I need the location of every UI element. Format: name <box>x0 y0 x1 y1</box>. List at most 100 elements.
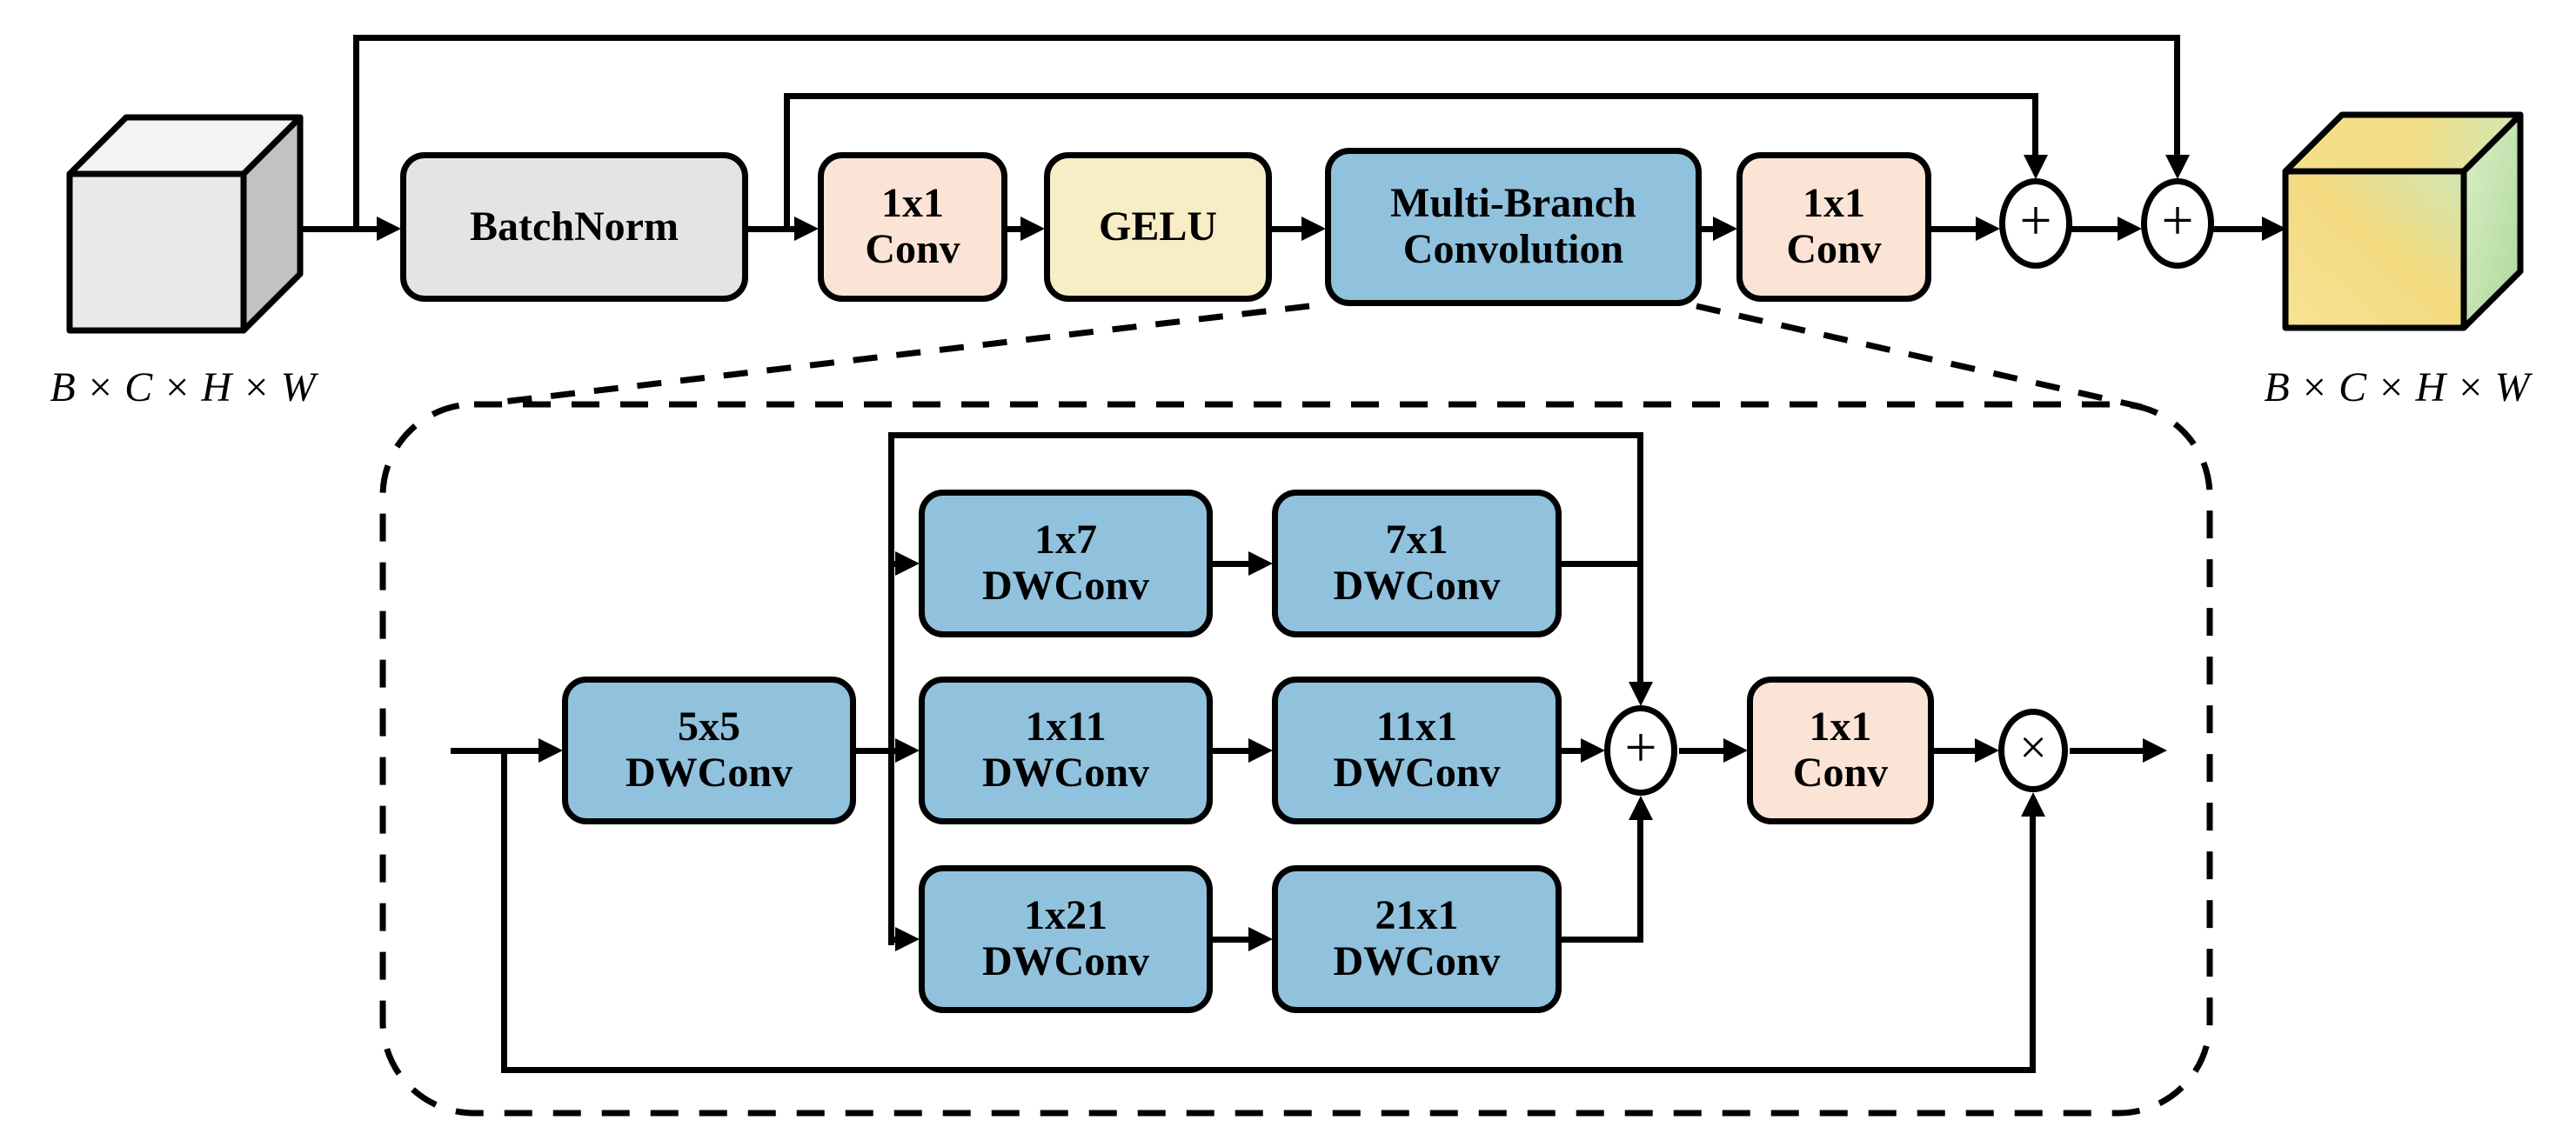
gelu-box: GELU <box>1044 152 1272 302</box>
dwconv5x5-output-line <box>853 748 894 754</box>
arrowhead-into-add1 <box>1976 217 2000 241</box>
connector-1x11-to-11x1 <box>1211 748 1248 754</box>
branch3-output-line <box>1559 937 1643 943</box>
arrowhead-outer-skip-into-add2 <box>2165 155 2190 179</box>
inner-skip-drop-line <box>2032 93 2038 157</box>
output-tensor-label: B × C × H × W <box>2264 364 2530 410</box>
conv1x1-box-2: 1x1 Conv <box>1736 152 1931 302</box>
arrowhead-skip-into-sum <box>1629 682 1653 706</box>
conv1x1-box-1-line1: 1x1 <box>881 180 944 227</box>
callout-line-left <box>502 303 1310 405</box>
arrowhead-into-dwconv1x21 <box>895 927 920 951</box>
arrowhead-into-dwconv1x11 <box>895 738 920 763</box>
batchnorm-box: BatchNorm <box>400 152 748 302</box>
connector-multibranch-to-conv2 <box>1699 226 1713 232</box>
sum-node: + <box>1604 705 1677 796</box>
arrowhead-inner-skip-into-add1 <box>2024 155 2048 179</box>
dwconv-1x21-box: 1x21 DWConv <box>919 865 1213 1013</box>
arrowhead-branch2-into-sum <box>1581 738 1605 763</box>
dwconv-11x1-line2: DWConv <box>1333 750 1501 796</box>
conv1x1-detail-line1: 1x1 <box>1809 704 1872 750</box>
add-node-1-symbol: + <box>2019 189 2052 252</box>
multibranch-box: Multi-Branch Convolution <box>1325 148 1702 306</box>
outer-skip-drop-line <box>2174 35 2180 157</box>
detail-output-line <box>2070 748 2143 754</box>
connector-cube-to-batchnorm <box>300 226 377 232</box>
input-tensor-cube <box>66 114 304 334</box>
dwconv-11x1-line1: 11x1 <box>1375 704 1458 750</box>
inner-skip-connection-line <box>784 93 2038 99</box>
feed-line-branch3 <box>888 937 897 943</box>
arrowhead-into-multiply <box>1975 738 1999 763</box>
batchnorm-label: BatchNorm <box>470 203 679 250</box>
conv1x1-box-1: 1x1 Conv <box>818 152 1007 302</box>
arrowhead-into-add2 <box>2118 217 2142 241</box>
dwconv-1x21-line2: DWConv <box>981 938 1150 984</box>
arrowhead-into-batchnorm <box>377 217 401 241</box>
connector-add2-to-output-cube <box>2212 226 2262 232</box>
dwconv-7x1-line2: DWConv <box>1333 563 1501 609</box>
conv1x1-box-2-line2: Conv <box>1786 226 1882 272</box>
branch1-output-line <box>1559 561 1643 567</box>
callout-line-right <box>1696 303 2143 410</box>
output-tensor-cube <box>2282 111 2524 331</box>
multibranch-label-line1: Multi-Branch <box>1390 180 1636 227</box>
connector-conv-to-multiply <box>1932 748 1975 754</box>
arrowhead-into-conv1 <box>794 217 819 241</box>
multibranch-label-line2: Convolution <box>1402 226 1624 272</box>
dwconv-1x11-line1: 1x11 <box>1025 704 1107 750</box>
branch-skip-top-line <box>888 432 1643 438</box>
add-node-1: + <box>1999 178 2072 269</box>
branch2-output-line <box>1559 748 1581 754</box>
arrowhead-into-dwconv11x1 <box>1248 738 1273 763</box>
dwconv-21x1-box: 21x1 DWConv <box>1272 865 1562 1013</box>
detail-dashed-boundary <box>379 401 2213 1117</box>
arrowhead-into-output-cube <box>2262 217 2286 241</box>
add-node-2: + <box>2141 178 2214 269</box>
connector-batchnorm-to-conv1 <box>746 226 794 232</box>
connector-sum-to-conv <box>1679 748 1723 754</box>
dwconv-1x11-line2: DWConv <box>981 750 1150 796</box>
connector-add1-to-add2 <box>2071 226 2118 232</box>
arrowhead-into-dwconv21x1 <box>1248 927 1273 951</box>
connector-conv1-to-gelu <box>1005 226 1020 232</box>
arrowhead-into-dwconv1x7 <box>895 551 920 576</box>
inner-skip-branch-riser <box>784 93 790 231</box>
branch-trunk-line <box>888 432 894 945</box>
conv1x1-box-1-line2: Conv <box>865 226 960 272</box>
dwconv-1x7-line2: DWConv <box>981 563 1150 609</box>
connector-gelu-to-multibranch <box>1269 226 1301 232</box>
feed-line-branch1 <box>888 561 897 567</box>
connector-conv2-to-add1 <box>1929 226 1976 232</box>
arrowhead-detail-output <box>2143 738 2167 763</box>
identity-bottom-line <box>501 1067 2036 1073</box>
connector-1x21-to-21x1 <box>1211 937 1248 943</box>
detail-entry-line <box>451 748 539 754</box>
input-tensor-label: B × C × H × W <box>50 364 316 410</box>
arrowhead-branch3-into-sum <box>1629 796 1653 820</box>
identity-drop-line <box>501 748 507 1073</box>
branch3-riser-to-sum <box>1637 819 1643 942</box>
dwconv-1x7-box: 1x7 DWConv <box>919 490 1213 637</box>
gelu-label: GELU <box>1098 203 1218 250</box>
dwconv-1x11-box: 1x11 DWConv <box>919 677 1213 824</box>
identity-riser-to-multiply <box>2030 816 2036 1073</box>
conv1x1-detail-line2: Conv <box>1792 750 1889 796</box>
outer-skip-branch-riser <box>353 35 359 231</box>
multiply-node-symbol: × <box>2019 721 2047 775</box>
outer-skip-connection-line <box>353 35 2180 41</box>
dwconv-7x1-line1: 7x1 <box>1385 517 1449 563</box>
sum-node-symbol: + <box>1624 716 1657 779</box>
arrowhead-into-dwconv7x1 <box>1248 551 1273 576</box>
feed-line-branch2 <box>888 748 897 754</box>
conv1x1-box-detail: 1x1 Conv <box>1747 677 1934 824</box>
branch-skip-drop-line <box>1637 432 1643 682</box>
multiply-node: × <box>1998 709 2068 792</box>
dwconv-21x1-line1: 21x1 <box>1375 892 1459 939</box>
arrowhead-identity-into-multiply <box>2021 792 2045 817</box>
arrowhead-into-conv2 <box>1713 217 1737 241</box>
dwconv-21x1-line2: DWConv <box>1333 938 1501 984</box>
conv1x1-box-2-line1: 1x1 <box>1803 180 1865 227</box>
